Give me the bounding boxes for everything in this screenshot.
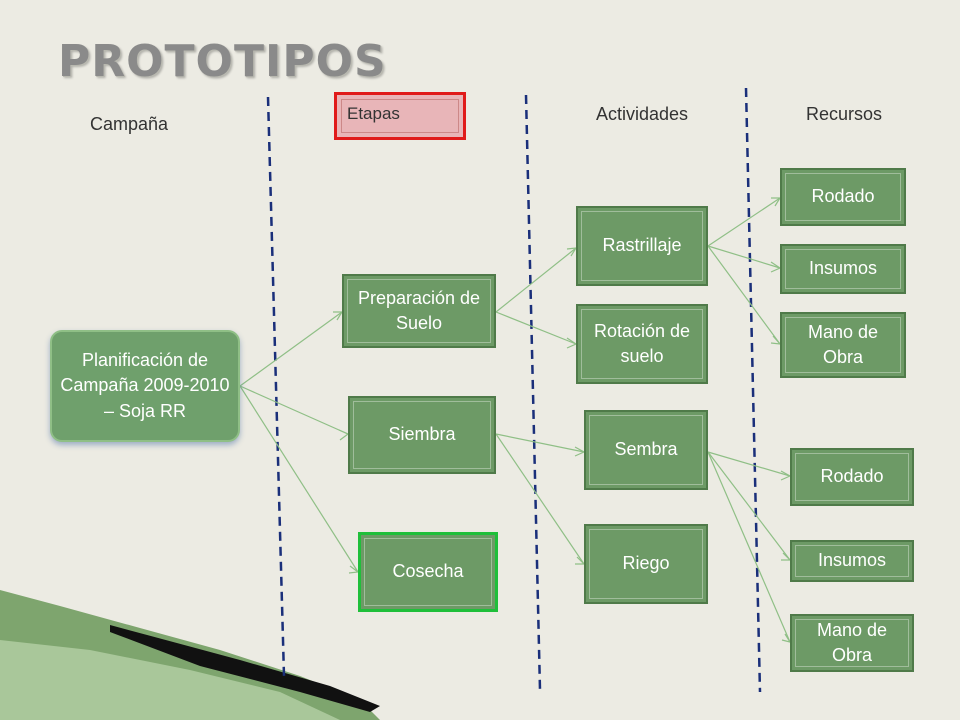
connector-sembra-mano — [707, 451, 791, 643]
connector-rastrillaje-mano — [707, 245, 781, 345]
arrowhead-rodado-2 — [780, 470, 792, 481]
node-sembra[interactable]: Sembra — [584, 410, 708, 490]
node-rastrillaje-label: Rastrillaje — [602, 235, 682, 256]
connector-root-siembra — [239, 385, 349, 435]
connectors — [239, 197, 792, 643]
connector-siembra-riego — [495, 433, 585, 565]
node-riego-label: Riego — [622, 553, 670, 574]
divider-line-2 — [524, 94, 542, 691]
column-label-etapas: Etapas — [347, 104, 400, 123]
node-sembra-label: Sembra — [614, 439, 678, 460]
connector-sembra-rodado — [707, 451, 791, 477]
connector-preparacion-rotacion — [495, 311, 577, 345]
node-root-campaign[interactable]: Planificación de Campaña 2009-2010 – Soj… — [50, 330, 240, 442]
node-mano-de-obra-1-label: Mano de Obra — [807, 321, 879, 367]
connector-rastrillaje-insumos — [707, 245, 781, 269]
connector-rastrillaje-rodado — [707, 197, 781, 247]
connector-root-cosecha — [239, 385, 359, 573]
arrowhead-siembra — [338, 429, 350, 441]
connector-sembra-insumos — [707, 451, 791, 561]
node-cosecha-label: Cosecha — [392, 561, 464, 582]
arrowhead-rodado-1 — [771, 197, 782, 207]
connector-preparacion-rastrillaje — [495, 247, 577, 313]
node-rodado-1[interactable]: Rodado — [780, 168, 906, 226]
node-preparacion-suelo[interactable]: Preparación de Suelo — [342, 274, 496, 348]
node-rodado-1-label: Rodado — [811, 186, 875, 207]
divider-line-1 — [266, 96, 286, 677]
node-insumos-1-label: Insumos — [808, 258, 878, 279]
node-rodado-2[interactable]: Rodado — [790, 448, 914, 506]
node-siembra[interactable]: Siembra — [348, 396, 496, 474]
column-label-recursos: Recursos — [806, 104, 883, 124]
arrowhead-rotacion — [566, 337, 578, 349]
node-rotacion-suelo-label: Rotación de suelo — [593, 320, 691, 366]
node-mano-de-obra-2[interactable]: Mano de Obra — [790, 614, 914, 672]
column-label-etapas-box[interactable]: Etapas — [334, 92, 466, 140]
connector-siembra-sembra — [495, 433, 585, 453]
column-label-actividades: Actividades — [596, 104, 689, 124]
node-siembra-label: Siembra — [388, 424, 456, 445]
column-label-campana: Campaña — [90, 114, 169, 134]
corner-swoosh-black — [110, 625, 380, 712]
node-preparacion-suelo-label: Preparación de Suelo — [357, 287, 481, 333]
node-mano-de-obra-2-label: Mano de Obra — [816, 619, 888, 665]
etapas-box-inner-border — [341, 99, 459, 133]
node-rodado-2-label: Rodado — [820, 466, 884, 487]
node-cosecha[interactable]: Cosecha — [358, 532, 498, 612]
node-rotacion-suelo[interactable]: Rotación de suelo — [576, 304, 708, 384]
node-insumos-1[interactable]: Insumos — [780, 244, 906, 294]
corner-swoosh-light — [0, 640, 340, 720]
node-rastrillaje[interactable]: Rastrillaje — [576, 206, 708, 286]
divider-line-3 — [744, 87, 762, 693]
page-title: PROTOTIPOS — [58, 36, 387, 87]
node-insumos-2[interactable]: Insumos — [790, 540, 914, 582]
node-root-campaign-label: Planificación de Campaña 2009-2010 – Soj… — [60, 350, 230, 421]
node-insumos-2-label: Insumos — [817, 550, 887, 571]
connector-root-preparacion — [239, 311, 343, 387]
node-mano-de-obra-1[interactable]: Mano de Obra — [780, 312, 906, 378]
node-riego[interactable]: Riego — [584, 524, 708, 604]
